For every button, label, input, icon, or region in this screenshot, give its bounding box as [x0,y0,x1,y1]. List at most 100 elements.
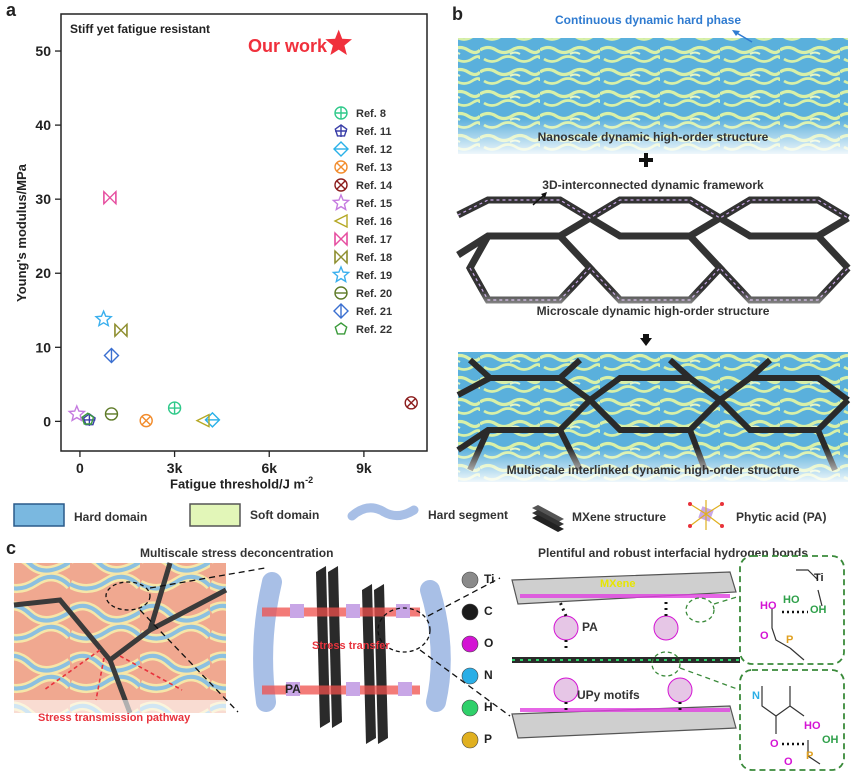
microscale-caption: Microscale dynamic high-order structure [536,304,770,318]
box1-ho1: HO [760,600,777,612]
legend-row [13,500,724,532]
x-tick-label: 9k [356,460,372,476]
mxene-label: MXene [600,578,636,590]
our-work-label: Our work [248,36,328,56]
legend-label: Ref. 13 [356,162,392,174]
mxene-swatch [532,505,564,532]
box1-ho2: HO [783,594,800,606]
legend-label: Ref. 19 [356,270,392,282]
legend-hard-domain: Hard domain [74,510,148,524]
data-point [139,413,153,428]
box2-oh: OH [822,734,839,746]
atom-label: P [484,732,493,746]
nanoscale-structure-image [458,38,848,154]
x-tick-label: 3k [167,460,183,476]
legend-label: Ref. 14 [356,180,393,192]
legend-marker [334,106,348,120]
legend-label: Ref. 18 [356,252,392,264]
plot-frame [60,13,428,452]
y-tick-label: 10 [35,339,51,355]
legend-label: Ref. 21 [356,306,392,318]
legend-marker [334,249,348,265]
data-point [94,309,113,328]
data-point [404,396,418,410]
zoom-circle-right-top [685,597,715,623]
x-axis-label: Fatigue threshold/J m-2 [170,475,313,491]
legend-label: Ref. 22 [356,324,392,336]
atom-sphere [461,699,479,717]
data-point [103,189,117,206]
x-axis-label-sup: -2 [305,475,314,485]
legend-marker [331,265,351,283]
down-arrow-icon [640,338,652,346]
data-point [103,347,120,364]
pa-label-right: PA [582,620,598,634]
y-tick-label: 40 [35,117,51,133]
multiscale-structure-image [456,352,851,482]
phytic-acid-swatch [688,500,724,530]
zoom-lines-right [679,595,741,691]
stress-transmission-label: Stress transmission pathway [38,712,191,724]
legend-marker [334,160,348,174]
hard-phase-callout: Continuous dynamic hard phase [555,13,742,27]
legend-marker [333,141,349,157]
atom-label: O [484,636,494,650]
stress-map-image [13,562,228,714]
panel-letter-c: c [6,538,17,558]
zoom-lines-left [139,567,266,713]
panel-c-left-title: Multiscale stress deconcentration [140,546,334,560]
atom-legend [461,571,479,749]
legend-hard-segment: Hard segment [428,508,509,522]
box2-o: O [770,738,779,750]
legend-mxene: MXene structure [572,510,667,524]
box1-ti: Ti [814,572,824,584]
nanoscale-caption: Nanoscale dynamic high-order structure [537,130,769,144]
panel-letter-b: b [452,4,463,24]
atom-sphere [461,571,479,589]
plus-icon [639,153,653,167]
legend-label: Ref. 16 [356,216,392,228]
soft-domain-swatch [189,503,241,527]
legend-phytic-acid: Phytic acid (PA) [736,510,827,524]
stress-path-arrows [43,649,183,701]
zoom-circle-middle [377,607,431,653]
legend-marker [334,286,348,300]
legend-label: Ref. 17 [356,234,392,246]
atom-label: N [484,668,493,682]
our-work-star [325,29,352,55]
legend-marker [334,124,348,137]
legend-marker [334,231,348,247]
x-tick-label: 6k [261,460,277,476]
legend-label: Ref. 15 [356,198,392,210]
box2-ho: HO [804,720,821,732]
hard-segment-swatch [347,503,419,521]
box2-n: N [752,690,760,702]
micro-fade [458,290,848,320]
legend-label: Ref. 8 [356,108,386,120]
data-point [167,401,182,415]
panel-letter-a: a [6,0,17,20]
hbond-box-upy [739,669,845,771]
atom-label: Ti [484,572,495,586]
zoom-lines-middle [419,577,511,717]
legend-soft-domain: Soft domain [250,508,320,522]
legend-label: Ref. 20 [356,288,392,300]
hbond-structure-ti [771,569,823,661]
box2-p: P [806,750,814,762]
legend-label: Ref. 11 [356,126,391,138]
zoom-circle-right-bottom [651,651,681,677]
y-tick-label: 0 [43,413,51,429]
data-point [204,411,221,428]
data-point [67,404,87,422]
atom-sphere [461,603,479,621]
box1-oh: OH [810,604,827,616]
panel-b-illustration [456,30,851,482]
legend-marker [334,322,348,335]
y-tick-label: 30 [35,191,51,207]
pa-label-middle: PA [285,682,301,696]
data-point [104,407,119,421]
data-point [195,413,210,428]
atom-label: H [484,700,493,714]
